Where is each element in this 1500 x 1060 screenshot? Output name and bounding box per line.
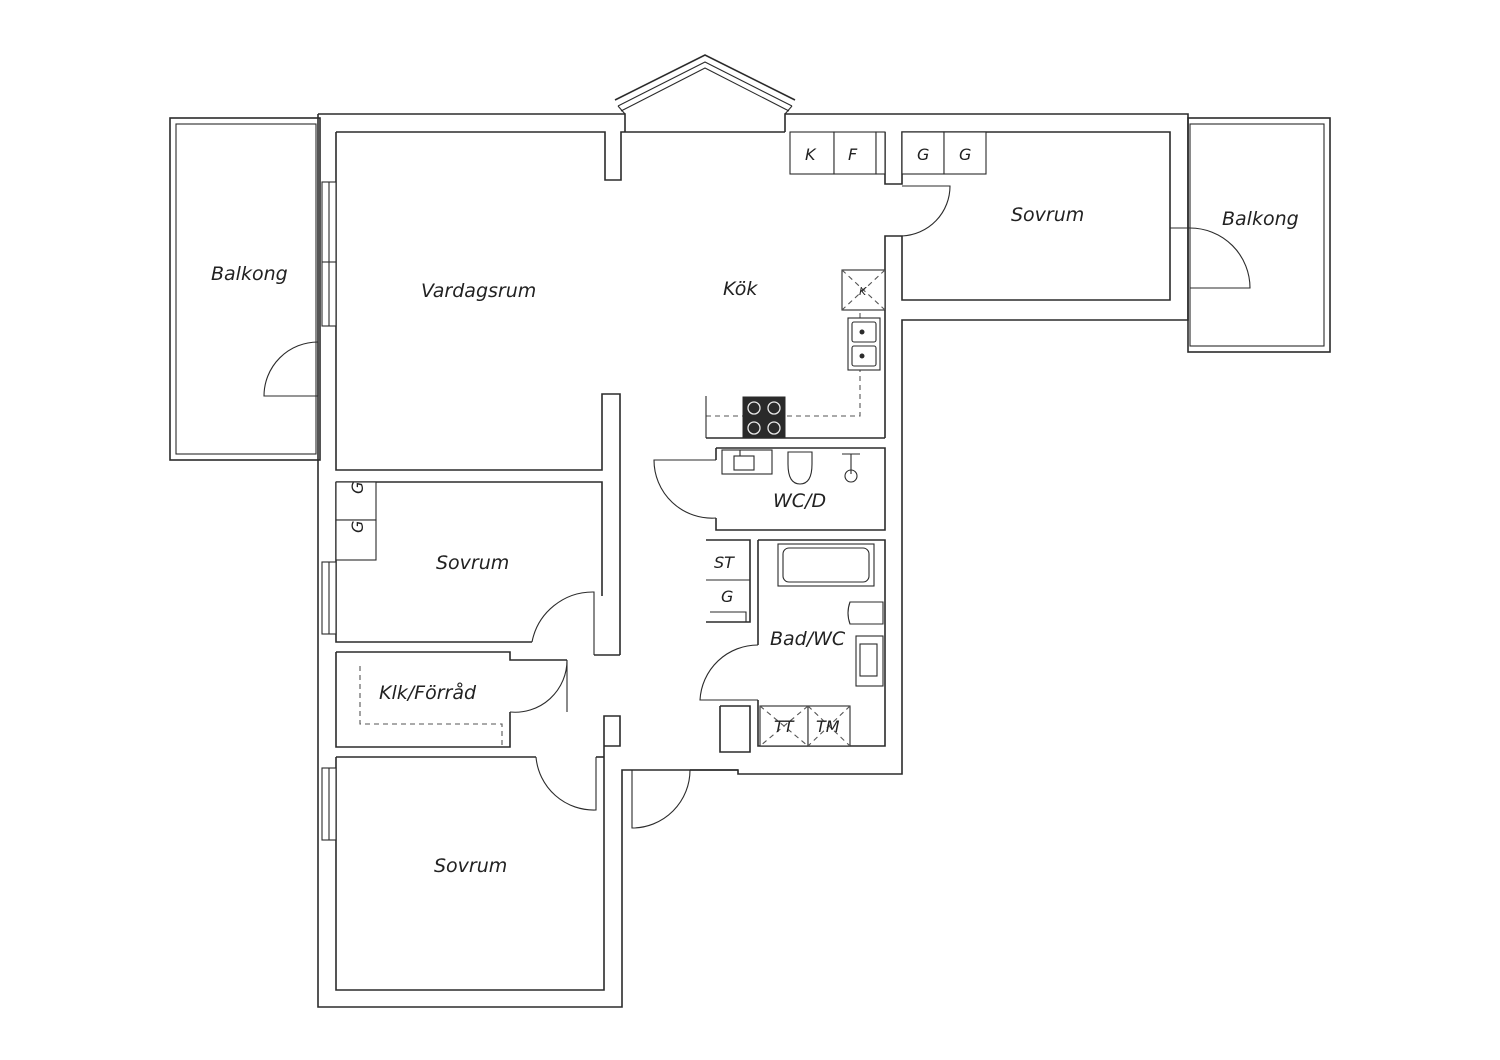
- balcony-right: [1187, 117, 1331, 353]
- room-label-kok: Kök: [723, 278, 758, 300]
- toilet-icon: [847, 601, 884, 625]
- fixture-label-garderob-top-1: G: [917, 145, 929, 164]
- room-label-vardagsrum: Vardagsrum: [421, 280, 536, 302]
- room-label-bad-wc: Bad/WC: [770, 628, 846, 650]
- kitchen-fixtures: [705, 131, 886, 439]
- closet-shelf: [359, 666, 503, 747]
- fixture-label-garderob-mid-1: G: [348, 482, 367, 494]
- fixture-label-frys: F: [848, 145, 858, 164]
- room-label-sovrum-top: Sovrum: [1011, 204, 1084, 226]
- toilet-icon: [787, 451, 813, 485]
- balcony-left: [169, 117, 321, 461]
- doors: [263, 185, 1251, 829]
- fixture-label-kyl-small: K: [859, 285, 867, 298]
- windows-left: [321, 181, 337, 841]
- bay-window: [614, 54, 796, 115]
- fixture-label-stad: ST: [714, 553, 735, 572]
- bath-fixtures: [759, 543, 884, 747]
- room-label-balkong-right: Balkong: [1222, 208, 1299, 230]
- fixture-label-torktumlare: TT: [774, 717, 795, 736]
- bathtub-icon: [777, 543, 875, 587]
- room-label-wc-d: WC/D: [773, 490, 826, 512]
- fixture-label-kyl: K: [805, 145, 817, 164]
- wc-fixtures: [721, 449, 860, 485]
- fixture-label-garderob-mid-2: G: [348, 521, 367, 533]
- fixture-label-garderob-hall: G: [721, 587, 733, 606]
- room-label-klk-forrad: Klk/Förråd: [379, 681, 477, 704]
- fixture-label-tvattmaskin: TM: [816, 717, 840, 736]
- room-label-sovrum-bottom: Sovrum: [434, 855, 507, 877]
- wardrobes-middle: [335, 481, 377, 561]
- fixture-label-garderob-top-2: G: [959, 145, 971, 164]
- interior-walls: [335, 131, 1171, 991]
- room-label-balkong-left: Balkong: [211, 263, 288, 285]
- room-label-sovrum-middle: Sovrum: [436, 552, 509, 574]
- wardrobes-top-right: [901, 131, 987, 175]
